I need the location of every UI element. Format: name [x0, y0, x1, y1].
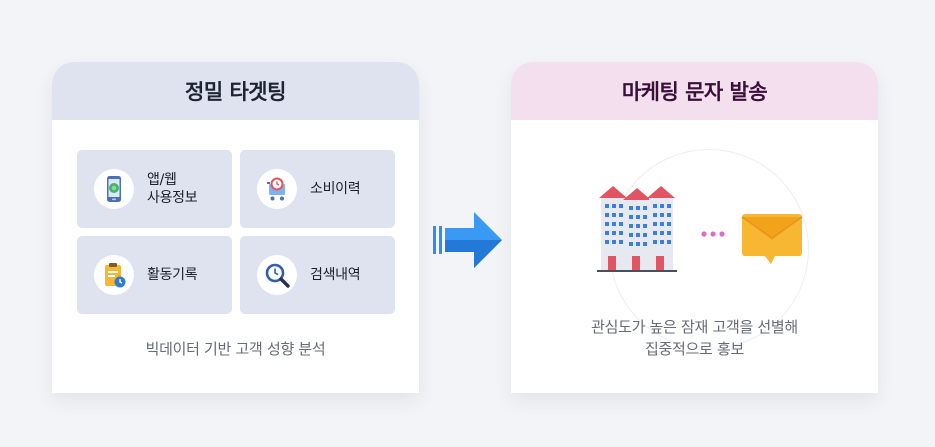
targeting-card-title: 정밀 타겟팅 [52, 62, 419, 120]
tile-label: 검색내역 [310, 267, 361, 283]
buildings-icon [597, 186, 677, 272]
tile-app-web-usage: 앱/웹 사용정보 [77, 150, 232, 228]
sms-card-title: 마케팅 문자 발송 [511, 62, 878, 120]
clipboard-clock-icon [94, 255, 134, 295]
sms-card: 마케팅 문자 발송 [511, 62, 878, 393]
tile-search-history: 검색내역 [240, 236, 395, 314]
magnifier-clock-icon [257, 255, 297, 295]
tile-purchase-history: 소비이력 [240, 150, 395, 228]
envelope-icon [741, 214, 803, 264]
tile-label: 소비이력 [310, 181, 361, 197]
tile-label: 앱/웹 사용정보 [147, 172, 198, 206]
sms-illustration [597, 182, 827, 282]
tile-label: 활동기록 [147, 267, 198, 283]
data-source-tiles: 앱/웹 사용정보 소비이력 [77, 150, 395, 314]
sms-caption: 관심도가 높은 잠재 고객을 선별해 집중적으로 홍보 [591, 318, 798, 358]
targeting-card: 정밀 타겟팅 앱/웹 사용정보 [52, 62, 419, 393]
right-arrow-icon [431, 210, 503, 274]
targeting-caption: 빅데이터 기반 고객 성향 분석 [145, 340, 326, 358]
tile-activity-log: 활동기록 [77, 236, 232, 314]
mobile-phone-icon [94, 169, 134, 209]
shopping-cart-icon [257, 169, 297, 209]
ellipsis-icon [701, 231, 725, 237]
